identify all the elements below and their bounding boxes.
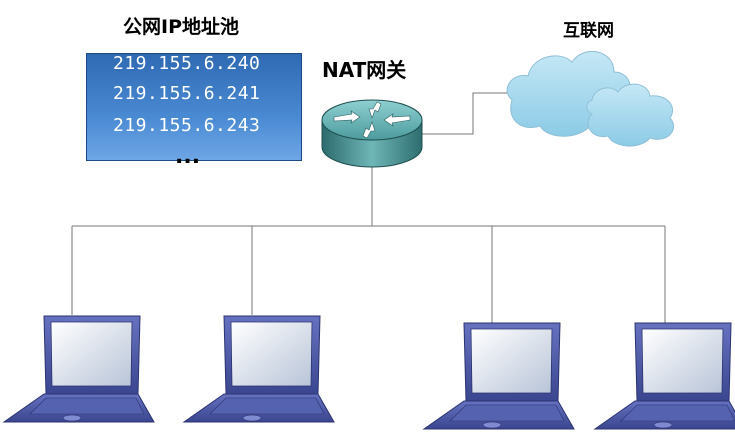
laptop-icon [2, 315, 155, 423]
router-icon [321, 99, 423, 168]
ip-address: 219.155.6.243 [113, 115, 261, 136]
laptop-icon [182, 315, 335, 423]
router-to-cloud-line [422, 92, 512, 135]
connection-lines [71, 92, 666, 323]
ip-address: 219.155.6.241 [113, 83, 261, 104]
cloud-icon [506, 51, 675, 147]
nat-gateway-label: NAT网关 [322, 58, 407, 82]
ip-pool-title: 公网IP地址池 [123, 16, 239, 38]
ip-address: 219.155.6.240 [113, 53, 261, 74]
laptop-icon [422, 322, 575, 430]
ip-pool-ellipsis: ... [175, 144, 201, 169]
internet-label: 互联网 [563, 21, 614, 41]
ip-pool-box: 219.155.6.240 219.155.6.241 219.155.6.24… [86, 53, 302, 161]
laptop-icon [593, 322, 735, 430]
